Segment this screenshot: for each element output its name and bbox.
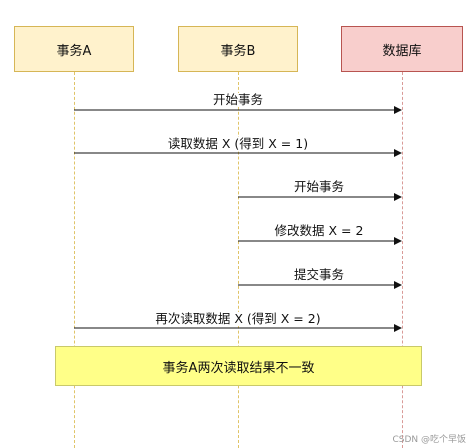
participant-db-label: 数据库 [382, 43, 422, 59]
lifeline-transaction-b [238, 72, 239, 448]
lifeline-database [402, 72, 403, 448]
participant-transaction-b: 事务B [178, 26, 298, 72]
message-label-6: 再次读取数据 X (得到 X = 2) [153, 311, 323, 326]
participant-transaction-a: 事务A [14, 26, 134, 72]
inconsistency-note: 事务A两次读取结果不一致 [55, 346, 422, 386]
participant-database: 数据库 [341, 26, 463, 72]
message-label-5: 提交事务 [291, 267, 347, 282]
participant-b-label: 事务B [220, 43, 256, 59]
message-label-1: 开始事务 [210, 92, 266, 107]
participant-a-label: 事务A [56, 43, 92, 59]
lifeline-transaction-a [74, 72, 75, 448]
note-text: 事务A两次读取结果不一致 [162, 360, 315, 376]
watermark: CSDN @吃个早饭 [392, 435, 466, 445]
message-label-3: 开始事务 [291, 179, 347, 194]
message-label-2: 读取数据 X (得到 X = 1) [165, 136, 311, 151]
message-label-4: 修改数据 X = 2 [272, 223, 366, 238]
